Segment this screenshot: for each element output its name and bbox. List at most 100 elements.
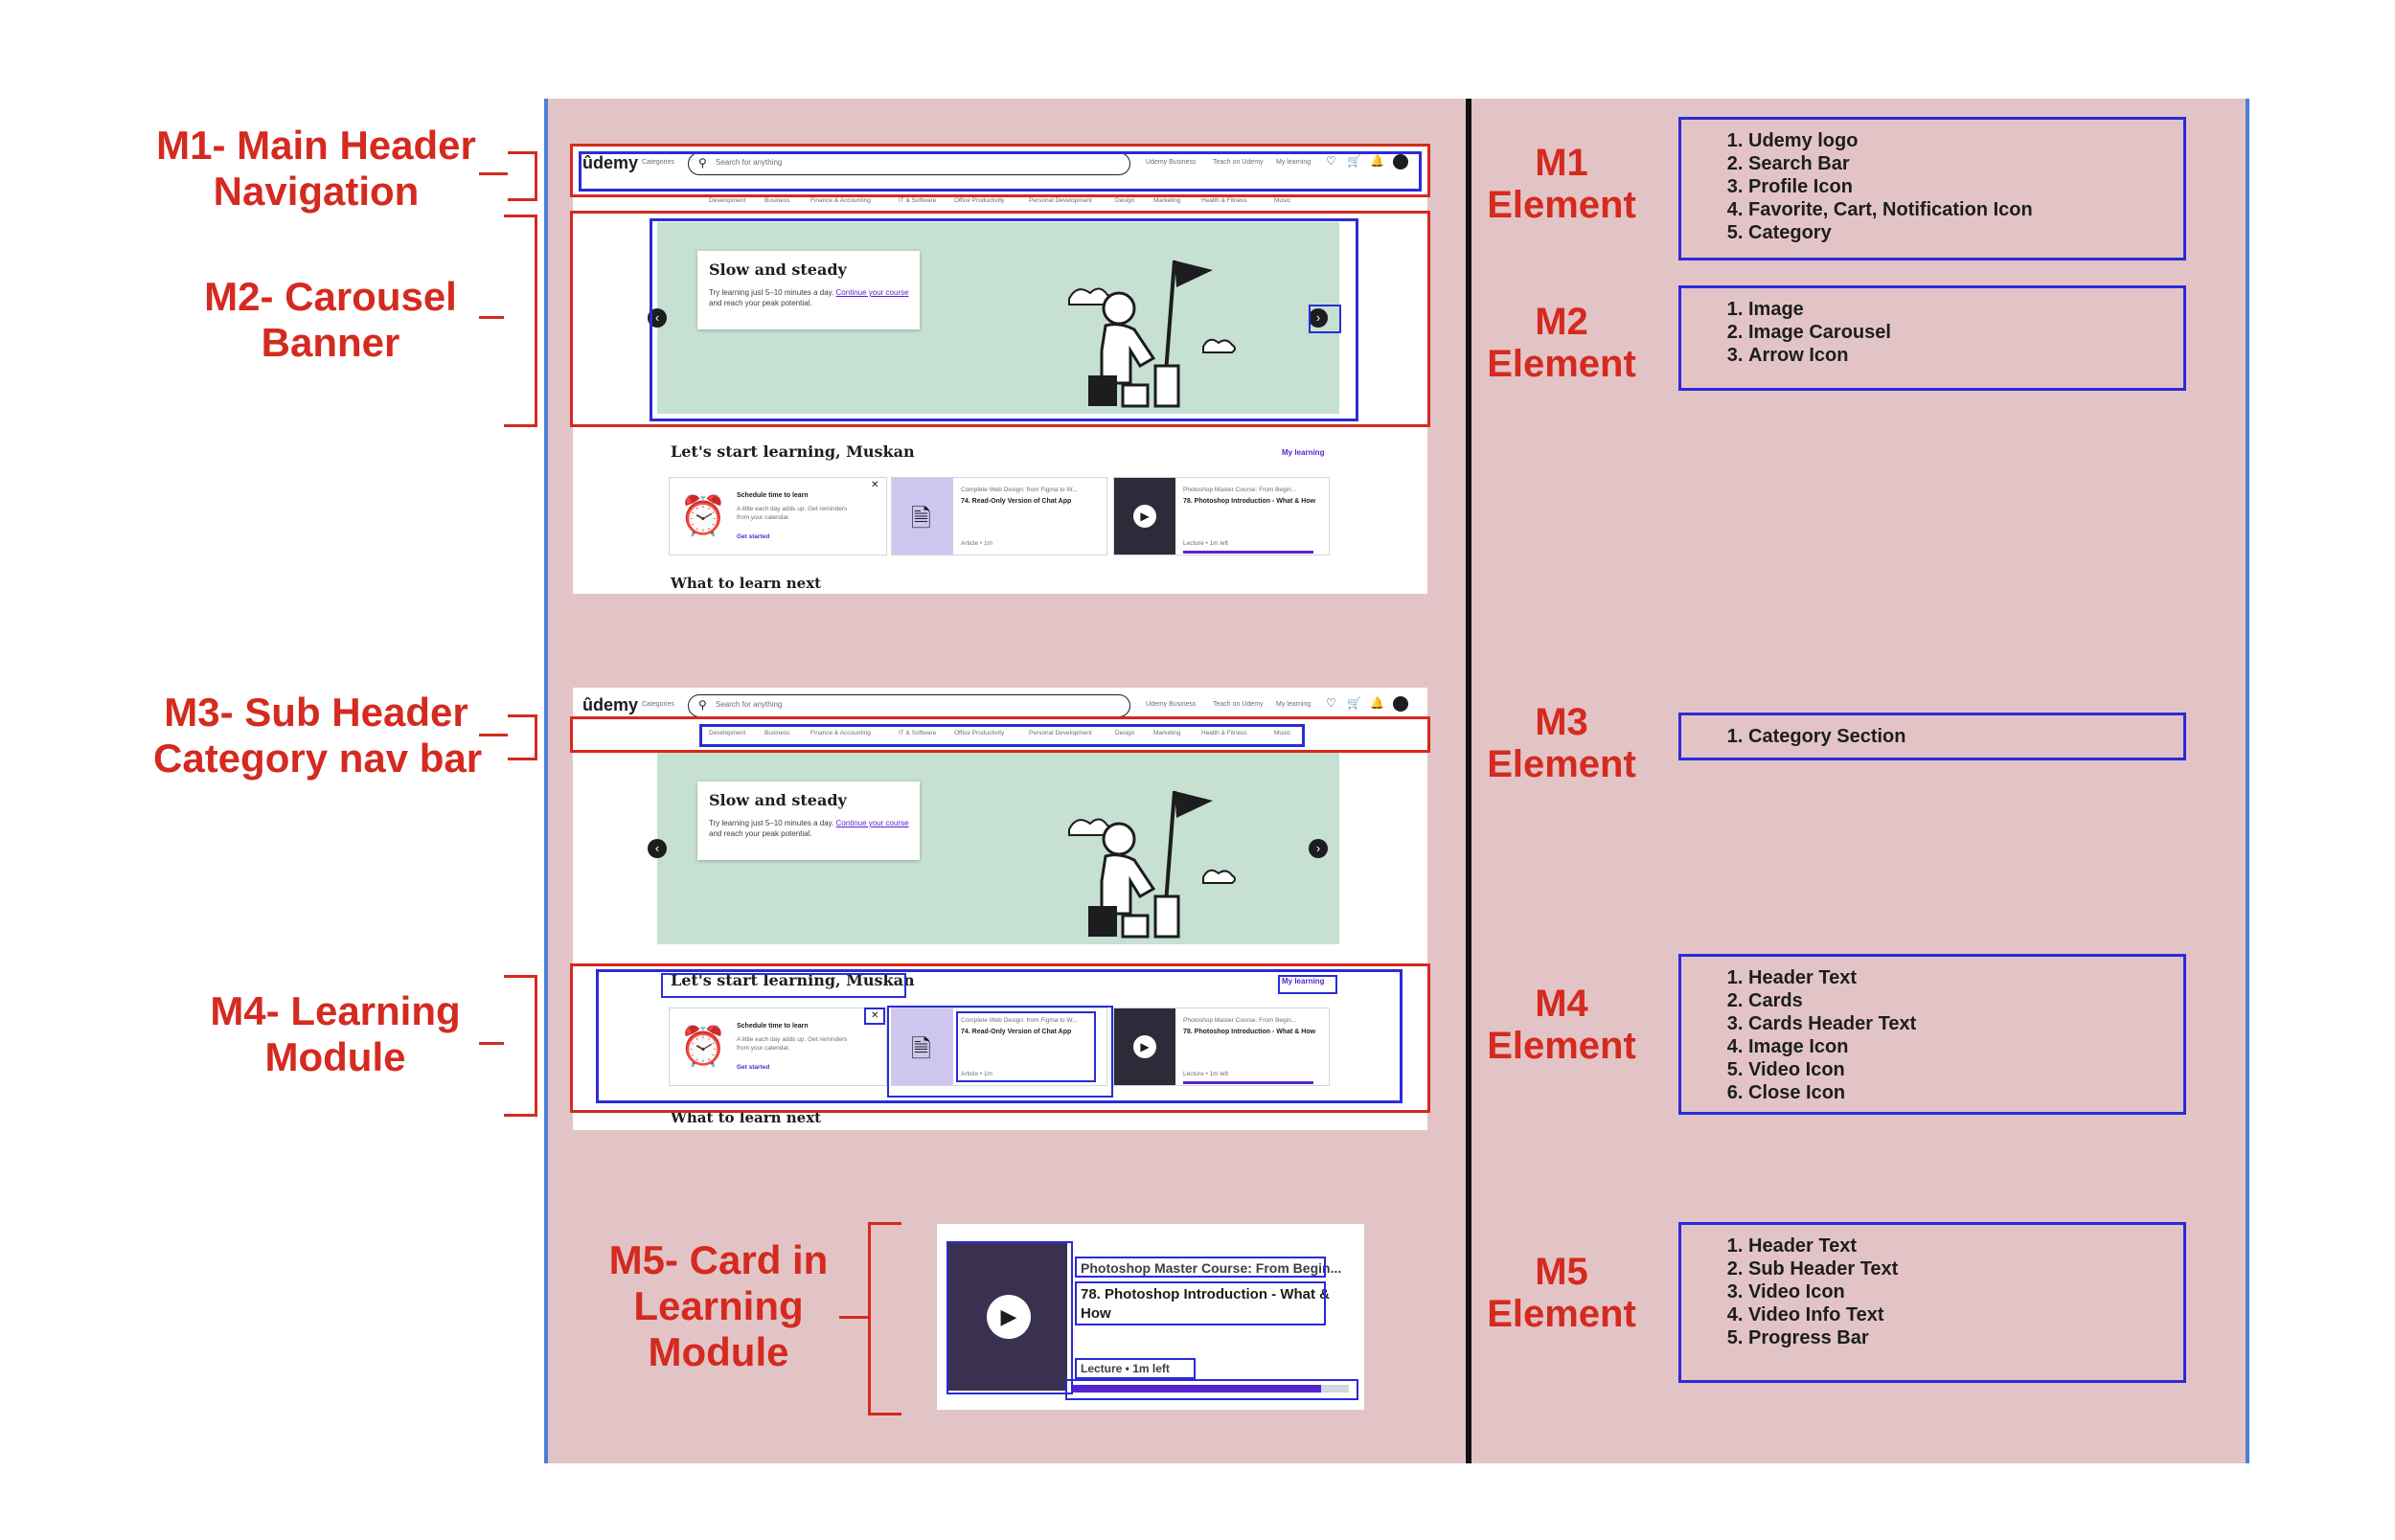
banner-body-link[interactable]: Continue your course (835, 288, 909, 297)
categories-link[interactable]: Categories (642, 159, 674, 166)
nav-item[interactable]: Marketing (1153, 197, 1181, 204)
schedule-card[interactable]: ⏰ Schedule time to learn A little each d… (669, 477, 887, 555)
course-card-photoshop-b[interactable]: ▶ Photoshop Master Course: From Begin...… (1113, 1008, 1330, 1086)
course-card-web[interactable]: 🗎 Complete Web Design: from Figma to W..… (891, 477, 1107, 555)
nav-item[interactable]: Office Productivity (954, 197, 1005, 204)
carousel-banner-b: Slow and steady Try learning just 5–10 m… (648, 753, 1339, 944)
udemy-logo[interactable]: ûdemy (582, 153, 639, 172)
m4-label-line1: M4- Learning (210, 988, 461, 1033)
play-icon[interactable]: ▶ (987, 1295, 1031, 1339)
nav-item[interactable]: Business (764, 197, 790, 204)
schedule-card-b[interactable]: ⏰ Schedule time to learn A little each d… (669, 1008, 887, 1086)
m4-element-item: Cards Header Text (1748, 1012, 2183, 1035)
nav-item[interactable]: Personal Development (1029, 730, 1092, 736)
nav-item[interactable]: Music (1274, 730, 1290, 736)
nav-item[interactable]: Personal Development (1029, 197, 1092, 204)
m5-subheader-outline (1075, 1281, 1326, 1325)
nav-item[interactable]: Health & Fitness (1201, 197, 1247, 204)
nav-item[interactable]: Design (1115, 730, 1135, 736)
nav-item[interactable]: Development (709, 730, 746, 736)
chevron-right-icon[interactable]: › (1309, 308, 1328, 328)
m5-progress-outline (1065, 1379, 1358, 1400)
nav-item[interactable]: Business (764, 730, 790, 736)
bell-icon[interactable]: 🔔 (1370, 154, 1384, 168)
nav-item[interactable]: Office Productivity (954, 730, 1005, 736)
chevron-left-icon[interactable]: ‹ (648, 839, 667, 858)
play-icon[interactable]: ▶ (1133, 1035, 1156, 1058)
m2-element-label-line2: Element (1487, 343, 1636, 385)
bell-icon[interactable]: 🔔 (1370, 696, 1384, 710)
panel-divider (1466, 99, 1471, 1463)
heart-icon[interactable]: ♡ (1326, 154, 1336, 168)
udemy-business-link-b[interactable]: Udemy Business (1146, 701, 1197, 708)
nav-item[interactable]: IT & Software (899, 730, 937, 736)
m3-element-item: Category Section (1748, 725, 2183, 748)
course-card-web-b[interactable]: 🗎 Complete Web Design: from Figma to W..… (891, 1008, 1107, 1086)
m2-highlight (570, 211, 1430, 427)
chevron-right-icon[interactable]: › (1309, 839, 1328, 858)
nav-item[interactable]: Finance & Accounting (810, 197, 871, 204)
categories-link-b[interactable]: Categories (642, 701, 674, 708)
close-icon[interactable]: ✕ (871, 1010, 879, 1021)
nav-item[interactable]: Finance & Accounting (810, 730, 871, 736)
my-learning-link-b[interactable]: My learning (1282, 977, 1325, 985)
teach-link[interactable]: Teach on Udemy (1213, 159, 1264, 166)
m2-label: M2- Carousel Banner (182, 274, 479, 366)
cart-icon[interactable]: 🛒 (1347, 154, 1361, 168)
nav-item[interactable]: Music (1274, 197, 1290, 204)
nav-item[interactable]: Development (709, 197, 746, 204)
m1-element-item: Favorite, Cart, Notification Icon (1748, 198, 2183, 221)
profile-icon[interactable] (1393, 696, 1408, 712)
nav-item[interactable]: Health & Fitness (1201, 730, 1247, 736)
chevron-left-icon[interactable]: ‹ (648, 308, 667, 328)
banner-title-b: Slow and steady (709, 791, 847, 809)
m5-element-item: Video Info Text (1748, 1303, 2183, 1326)
carousel-banner: Slow and steady Try learning just 5–10 m… (648, 222, 1339, 414)
banner-illustration (1068, 260, 1236, 408)
m4-element-item: Close Icon (1748, 1081, 2183, 1104)
banner-body-link-b[interactable]: Continue your course (835, 819, 909, 827)
m2-label-line2: Banner (261, 320, 400, 365)
my-learning-link[interactable]: My learning (1282, 448, 1325, 457)
my-learning-link[interactable]: My learning (1276, 159, 1312, 166)
left-panel-edge (544, 99, 548, 1463)
course-card-photoshop-meta-b: Lecture • 1m left (1183, 1071, 1229, 1077)
nav-item[interactable]: IT & Software (899, 197, 937, 204)
course-card-photoshop[interactable]: ▶ Photoshop Master Course: From Begin...… (1113, 477, 1330, 555)
m4-highlight (570, 963, 1430, 1113)
udemy-logo-b[interactable]: ûdemy (582, 695, 639, 714)
teach-link-b[interactable]: Teach on Udemy (1213, 701, 1264, 708)
video-thumb: ▶ (1114, 478, 1175, 555)
what-to-learn-next: What to learn next (671, 575, 822, 592)
course-card-photoshop-title-b: 78. Photoshop Introduction - What & How (1183, 1029, 1316, 1035)
schedule-card-cta[interactable]: Get started (737, 533, 770, 540)
schedule-card-cta-b[interactable]: Get started (737, 1064, 770, 1071)
progress-bar (1183, 551, 1313, 554)
nav-item[interactable]: Design (1115, 197, 1135, 204)
search-bar-b[interactable]: ⚲ Search for anything (688, 694, 1130, 717)
cart-icon[interactable]: 🛒 (1347, 696, 1361, 710)
right-panel-edge (2246, 99, 2249, 1463)
m5-element-item: Header Text (1748, 1234, 2183, 1257)
search-icon: ⚲ (698, 698, 707, 712)
m5-element-label: M5 Element (1466, 1251, 1657, 1335)
profile-icon[interactable] (1393, 154, 1408, 170)
m4-card-text-outline (956, 1011, 1096, 1082)
learning-header-text: Let's start learning, Muskan (671, 442, 915, 461)
close-icon[interactable]: ✕ (871, 480, 879, 490)
my-learning-link-b[interactable]: My learning (1276, 701, 1312, 708)
nav-item[interactable]: Marketing (1153, 730, 1181, 736)
m5-element-label-line2: Element (1487, 1293, 1636, 1335)
m2-label-line1: M2- Carousel (204, 274, 457, 319)
search-bar[interactable]: ⚲ Search for anything (688, 152, 1130, 175)
m3-element-label-line2: Element (1487, 743, 1636, 785)
m5-card[interactable]: ▶ Photoshop Master Course: From Begin...… (937, 1224, 1364, 1410)
play-icon[interactable]: ▶ (1133, 505, 1156, 528)
m3-bracket (508, 714, 537, 760)
m5-label-line1: M5- Card in (608, 1237, 829, 1282)
m1-element-item: Udemy logo (1748, 129, 2183, 152)
m4-element-item: Image Icon (1748, 1035, 2183, 1058)
heart-icon[interactable]: ♡ (1326, 696, 1336, 710)
udemy-business-link[interactable]: Udemy Business (1146, 159, 1197, 166)
m2-element-list: Image Image Carousel Arrow Icon (1678, 285, 2186, 391)
